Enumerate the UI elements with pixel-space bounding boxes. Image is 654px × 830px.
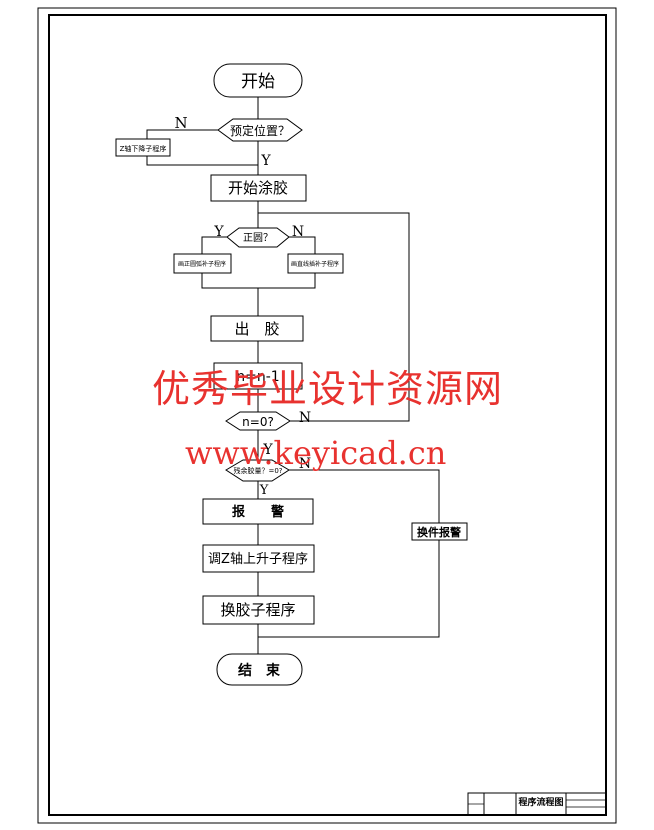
connector [201,236,227,254]
connector [258,540,440,638]
connector [201,273,316,289]
no-label: N [299,456,311,472]
yes-label: Y [262,442,273,458]
end-terminal [216,653,303,686]
watermark-line-1: 优秀毕业设计资源网 [152,367,504,411]
arc-sub-label: 画正圆弧补子程序 [178,260,226,268]
n-zero-label: n=0? [242,415,274,429]
connector [289,469,440,523]
swap-alarm-label: 换件报警 [417,525,461,539]
inner-border [48,14,607,816]
drawing-name: 程序流程图 [518,796,563,808]
connector [146,129,218,139]
loop-connector [258,212,410,422]
yes-label: Y [259,483,269,498]
swap-sub-label: 换胶子程序 [220,601,295,619]
position-label: 预定位置？ [230,123,290,138]
outer-border [37,7,617,824]
dispense-label: 出 胶 [234,320,279,338]
circle-label: 正圆？ [243,232,273,244]
alarm-label: 报 警 [232,504,284,520]
counter-label: n=n-1 [236,369,279,385]
end-label: 结 束 [238,662,281,679]
line-sub-label: 画直线插补子程序 [291,260,339,268]
start-label: 开始 [241,72,275,92]
connector [146,156,258,166]
z-down-box [115,138,171,157]
dispense-box [210,315,304,342]
no-label: N [174,114,187,132]
m-zero-label: 残余胶量？=0? [233,466,282,475]
no-label: N [299,410,311,426]
start-glue-label: 开始涂胶 [228,179,288,197]
title-block: 程序流程图 [467,792,607,816]
yes-label: Y [213,224,224,240]
no-label: N [292,224,304,240]
yes-label: Y [260,153,271,169]
watermark-line-2: www.keyicad.cn [185,434,447,472]
connector [289,236,316,254]
position-decision [217,118,303,142]
z-up-label: 调Z轴上升子程序 [208,552,308,567]
z-down-label: Z轴下降子程序 [120,144,167,153]
